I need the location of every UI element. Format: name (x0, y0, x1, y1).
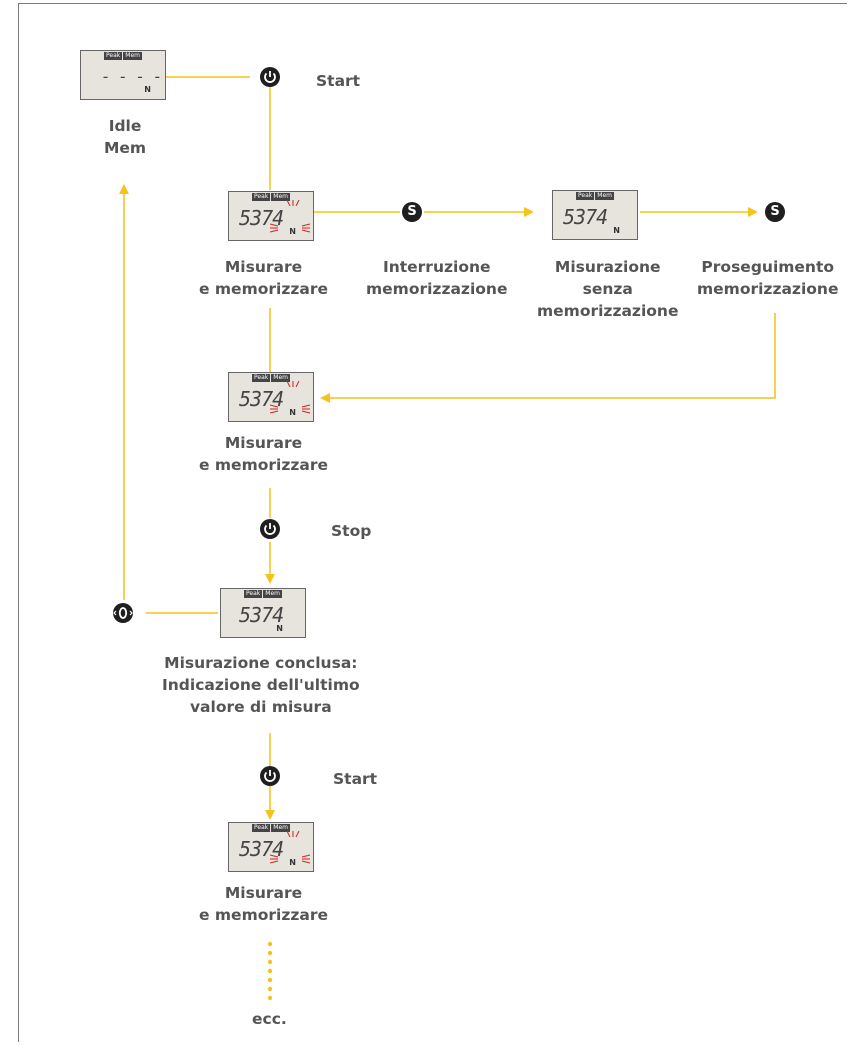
lcd-unit: N (276, 624, 283, 633)
label-stop: Stop (331, 522, 372, 540)
zero-reset-icon[interactable] (113, 603, 133, 623)
lcd-unit: N (144, 85, 151, 94)
s-button-resume[interactable]: S (765, 202, 785, 222)
peak-tag: Peak (104, 52, 123, 60)
mem-tag: Mem (123, 52, 142, 60)
lcd-digits: - - - - (101, 67, 162, 86)
label-start-2: Start (333, 770, 378, 788)
lcd-digits: 5374 (239, 603, 284, 627)
s-button-interrupt[interactable]: S (402, 202, 422, 222)
power-icon[interactable] (260, 519, 280, 539)
label-concluded: Misurazione conclusa:Indicazione dell'ul… (162, 654, 360, 716)
connector-resume-measure2 (320, 313, 776, 403)
lcd-digits: 5374 (563, 205, 608, 229)
label-etc: ecc. (252, 1010, 287, 1028)
power-icon[interactable] (260, 67, 280, 87)
diagram-frame (18, 3, 847, 1042)
lcd-unit: N (289, 408, 296, 417)
lcd-unit: N (613, 226, 620, 235)
lcd-unit: N (289, 227, 296, 236)
continuation-dots (267, 941, 273, 1001)
power-icon[interactable] (260, 766, 280, 786)
label-start: Start (316, 72, 361, 90)
lcd-unit: N (289, 858, 296, 867)
